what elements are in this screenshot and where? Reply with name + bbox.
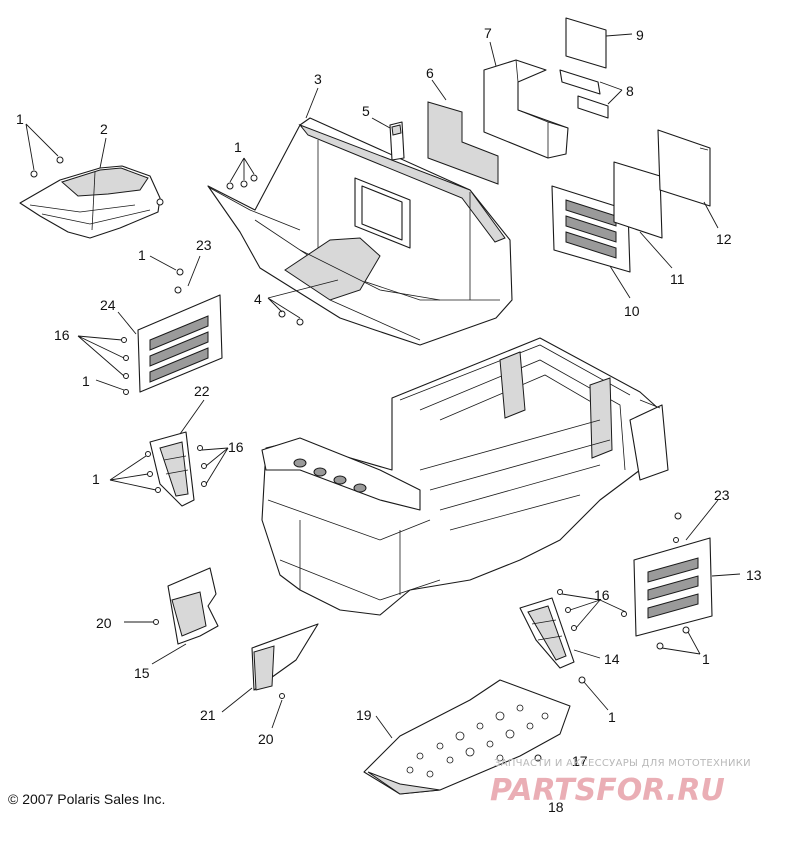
callout-9: 9 [636, 27, 644, 43]
part-7-foam-block [483, 59, 569, 159]
callout-6: 6 [426, 65, 434, 81]
part-14-right-deflector [519, 597, 575, 669]
part-11-flat-pad [613, 161, 663, 239]
watermark-brand: PARTSFOR.RU [490, 773, 725, 808]
callout-3: 3 [314, 71, 322, 87]
callout-14: 14 [604, 651, 620, 667]
callout-4: 4 [254, 291, 262, 307]
part-main-frame [261, 337, 669, 616]
callout-23-a: 23 [196, 237, 212, 253]
callout-23-b: 23 [714, 487, 730, 503]
watermark-tagline: ЗАПЧАСТИ И АКСЕССУАРЫ ДЛЯ МОТОТЕХНИКИ [494, 758, 751, 769]
watermark: ЗАПЧАСТИ И АКСЕССУАРЫ ДЛЯ МОТОТЕХНИКИ PA… [490, 758, 751, 808]
callout-8: 8 [626, 83, 634, 99]
callout-21: 21 [200, 707, 216, 723]
part-6-foam-pad [427, 101, 499, 185]
callout-24: 24 [100, 297, 116, 313]
part-21-splash-guard [251, 623, 319, 691]
leader-lines [25, 33, 741, 739]
part-8-small-pads [559, 69, 609, 119]
callout-22: 22 [194, 383, 210, 399]
callout-7: 7 [484, 25, 492, 41]
part-9-pad [565, 17, 607, 69]
callout-1-e: 1 [92, 471, 100, 487]
callout-1-a: 1 [16, 111, 24, 127]
part-22-left-deflector [149, 431, 195, 507]
part-13-right-panel [633, 537, 713, 637]
part-5-bracket [389, 121, 405, 161]
callout-20-b: 20 [258, 731, 274, 747]
callout-11: 11 [670, 271, 685, 287]
callout-12: 12 [716, 231, 732, 247]
callout-16-a: 16 [54, 327, 70, 343]
part-19-floor-plate [363, 679, 571, 795]
callout-16-c: 16 [594, 587, 610, 603]
copyright-notice: © 2007 Polaris Sales Inc. [8, 791, 165, 807]
callout-1-d: 1 [82, 373, 90, 389]
callout-1-g: 1 [608, 709, 616, 725]
callout-5: 5 [362, 103, 370, 119]
part-3-cargo-box [207, 117, 513, 346]
part-12-foam-block [657, 129, 711, 207]
part-15-splash-guard [167, 567, 219, 645]
callout-10: 10 [624, 303, 640, 319]
callout-1-b: 1 [234, 139, 242, 155]
callout-labels: 1 2 1 3 4 5 6 7 8 9 10 11 12 1 23 24 16 … [16, 25, 762, 815]
callout-19: 19 [356, 707, 372, 723]
callout-13: 13 [746, 567, 762, 583]
callout-15: 15 [134, 665, 150, 681]
part-2-front-skid-plate [19, 165, 161, 239]
callout-17: 17 [572, 753, 588, 769]
callout-16-b: 16 [228, 439, 244, 455]
part-24-left-panel [137, 294, 223, 393]
callout-1-c: 1 [138, 247, 146, 263]
callout-2: 2 [100, 121, 108, 137]
callout-18: 18 [548, 799, 564, 815]
callout-1-f: 1 [702, 651, 710, 667]
part-10-grille-panel [551, 185, 631, 273]
callout-20-a: 20 [96, 615, 112, 631]
